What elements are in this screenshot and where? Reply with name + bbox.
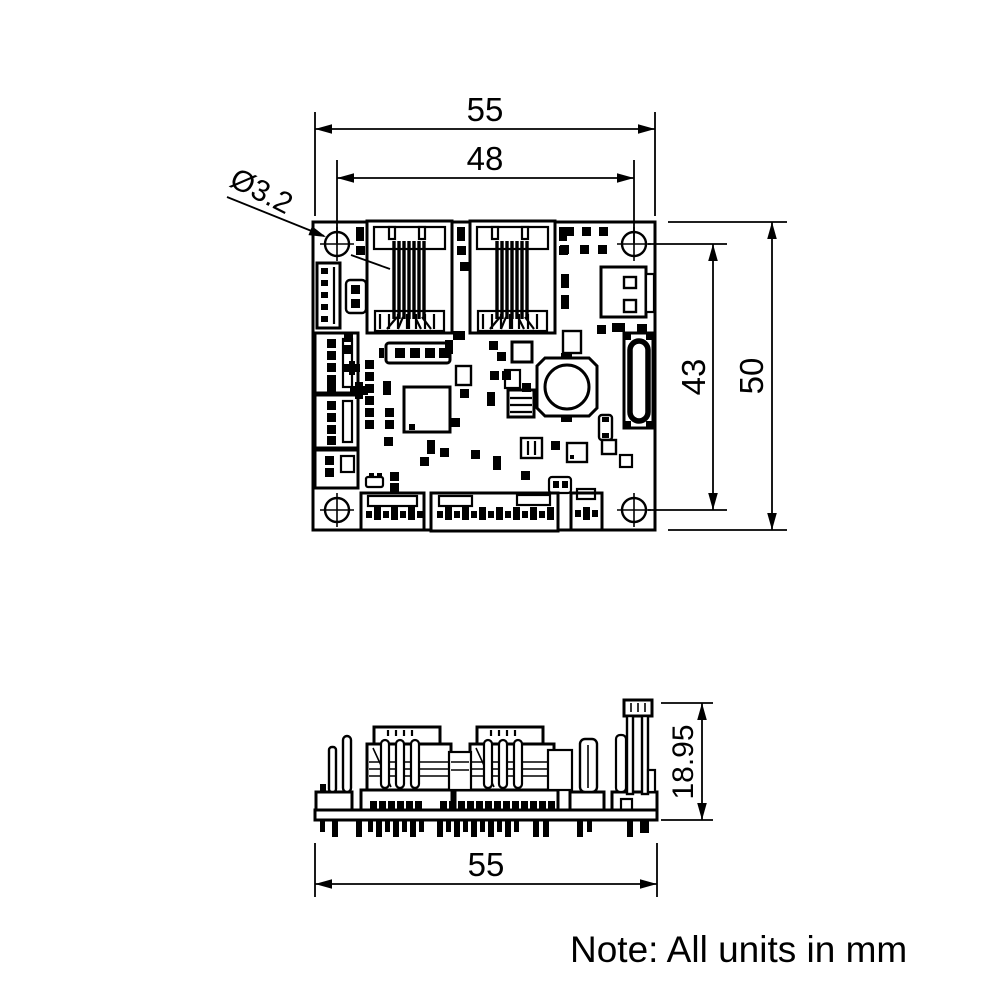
dim-board-width-top: 55 [314,91,656,216]
top-view [311,219,657,533]
rj-connector-2 [468,219,557,335]
dim-board-height: 50 [668,221,787,531]
dim-hole-spacing-x: 48 [336,140,635,243]
base-notch [619,797,634,812]
bottom-connector-2 [429,491,560,533]
bottom-connector-3 [569,487,604,532]
units-note: Note: All units in mm [570,929,907,970]
dim-43-label: 43 [675,359,712,396]
dim-18-95-label: 18.95 [667,724,700,799]
left-connector-3 [313,448,360,490]
capacitor [622,331,655,430]
hole-diameter-label: Ø3.2 [225,162,298,221]
side-pin-2 [341,734,353,794]
dim-55-top-label: 55 [467,91,504,128]
left-connector-top [315,261,342,330]
side-rj-connector-1 [365,725,453,792]
inductor [535,353,599,422]
side-block [546,748,574,792]
side-rj-connector-2 [468,725,556,792]
dim-48-label: 48 [467,140,504,177]
dimensions: 55 48 Ø3.2 43 [225,91,787,897]
header-2pin [344,278,368,315]
pcb-slab [313,808,659,822]
side-spacer [447,750,473,792]
rj-connector-1 [365,219,454,335]
dim-board-width-bottom: 55 [314,843,658,897]
side-pin-1 [327,745,338,794]
main-ic [402,385,452,434]
bottom-connector-1 [359,491,426,532]
dim-side-height: 18.95 [661,702,713,821]
header-4pin [379,341,452,365]
dim-hole-spacing-y: 43 [648,243,727,511]
base-block-right1 [568,790,606,812]
dim-50-label: 50 [733,358,770,395]
smd-components [344,274,634,495]
solder-slots [370,801,555,809]
base-block-right2 [610,790,659,812]
base-block-left [314,790,354,812]
side-tall-header [622,698,657,796]
left-connector-2 [313,393,360,450]
bottom-pins [320,820,649,837]
dim-55-bottom-label: 55 [468,846,505,883]
side-view [313,698,659,837]
power-connector [599,265,656,332]
side-pin-3 [614,733,628,794]
